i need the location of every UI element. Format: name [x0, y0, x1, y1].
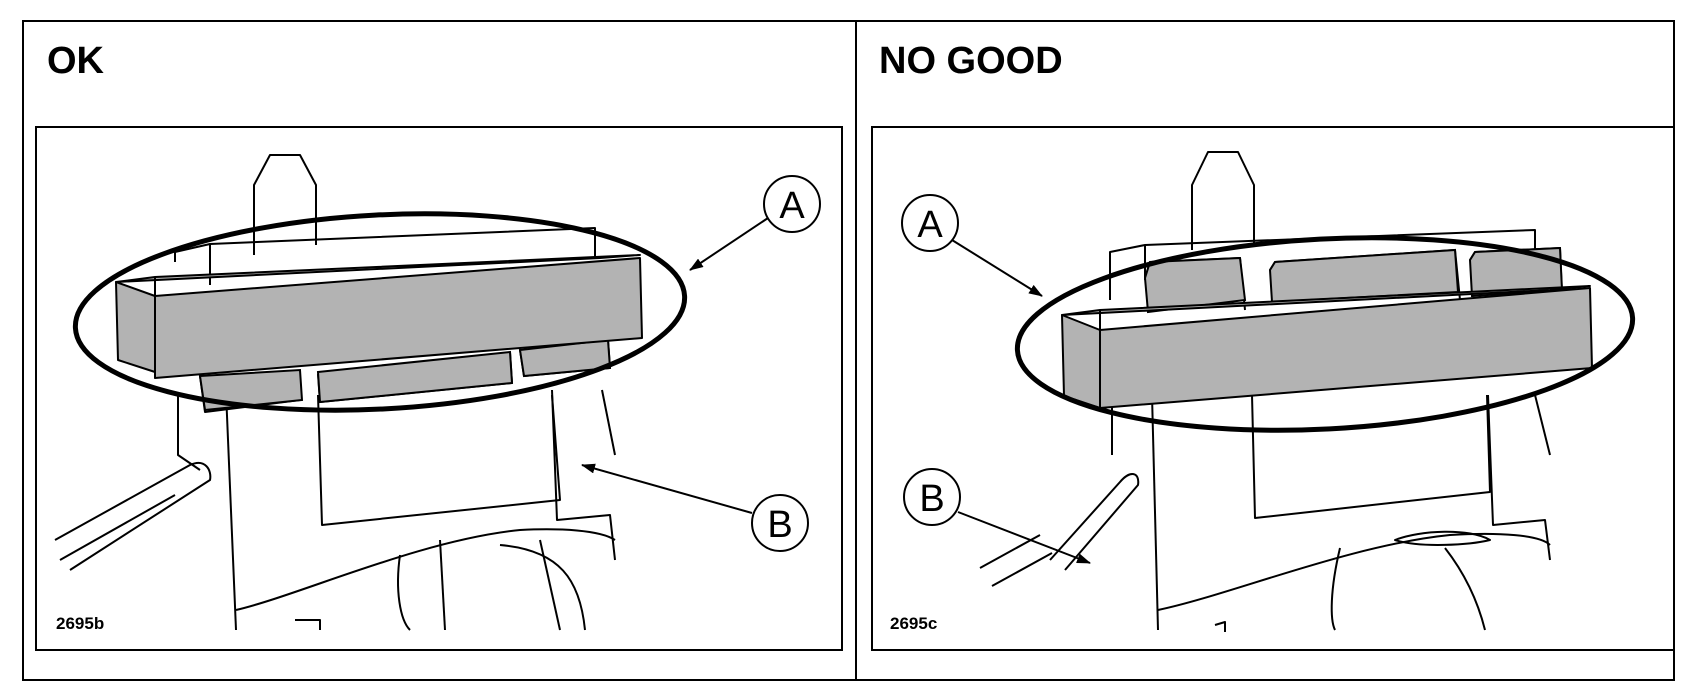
figure-border-no-good: [871, 126, 1675, 651]
panel-ok: A B: [35, 126, 843, 651]
retaining-strap-no-good: [1061, 285, 1593, 409]
callout-a-label-no-good: A: [917, 204, 943, 246]
callout-b-label-no-good: B: [919, 478, 944, 520]
highlight-ellipse-ok: [72, 211, 688, 413]
callout-b-ok: B: [581, 463, 809, 552]
figure-id-no-good: 2695c: [890, 614, 938, 633]
outer-frame: [22, 20, 1675, 681]
callout-a-ok: A: [689, 175, 821, 271]
callout-a-no-good: A: [901, 194, 1043, 297]
retaining-strap-ok: [115, 254, 643, 379]
bracket-body-ok: [54, 154, 616, 631]
panel-heading-no-good: NO GOOD: [879, 40, 1063, 82]
panel-divider: [855, 20, 857, 681]
panel-heading-ok: OK: [47, 40, 104, 82]
clip-faces-no-good: [1143, 246, 1564, 314]
figure-id-ok: 2695b: [56, 614, 105, 633]
highlight-ellipse-no-good: [1014, 235, 1636, 433]
figure-border-ok: [35, 126, 843, 651]
panel-no-good: A B: [871, 126, 1675, 651]
callout-a-label-ok: A: [779, 185, 805, 227]
callout-b-label-ok: B: [767, 504, 792, 546]
callout-b-no-good: B: [903, 468, 1091, 564]
